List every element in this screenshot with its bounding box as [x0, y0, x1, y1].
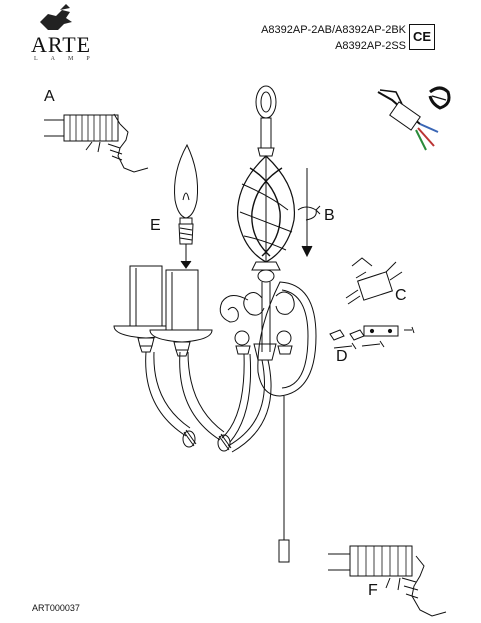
- model-numbers-line2: A8392AP-2SS: [335, 40, 406, 52]
- hand-screwdriver-f: [401, 555, 447, 617]
- griffin-logo: [40, 4, 72, 30]
- brand-subtitle: LAMP: [34, 56, 103, 62]
- sconce-arms: [145, 351, 272, 453]
- spiral-cage: [236, 155, 296, 263]
- decorative-scrolls: [219, 291, 295, 361]
- candle-holder-left: [113, 265, 177, 353]
- hand-screwdriver-a: [107, 113, 149, 173]
- ce-mark: CE: [409, 24, 435, 50]
- wall-backplate: [257, 281, 317, 397]
- terminal-block-f: [328, 545, 413, 591]
- step-label-d: D: [336, 348, 348, 365]
- step-label-c: C: [395, 287, 407, 304]
- candle-bulb: [174, 143, 198, 269]
- sconce-stem: [251, 261, 281, 352]
- rotate-arrow: [297, 168, 321, 258]
- candle-holder-right: [149, 269, 213, 357]
- document-code: ART000037: [32, 603, 80, 613]
- hanging-ring: [255, 85, 277, 157]
- wire-connection-diagram: [377, 86, 451, 151]
- brand-name: ARTE: [31, 32, 92, 57]
- terminal-block-c: [345, 257, 403, 305]
- step-label-a: A: [44, 88, 55, 105]
- step-label-f: F: [368, 582, 378, 599]
- step-label-b: B: [324, 207, 335, 224]
- mounting-hardware: [329, 325, 415, 350]
- terminal-block-a: [44, 114, 119, 153]
- step-label-e: E: [150, 217, 161, 234]
- model-numbers-line1: A8392AP-2AB/A8392AP-2BK: [261, 24, 406, 36]
- pull-cord: [278, 396, 290, 563]
